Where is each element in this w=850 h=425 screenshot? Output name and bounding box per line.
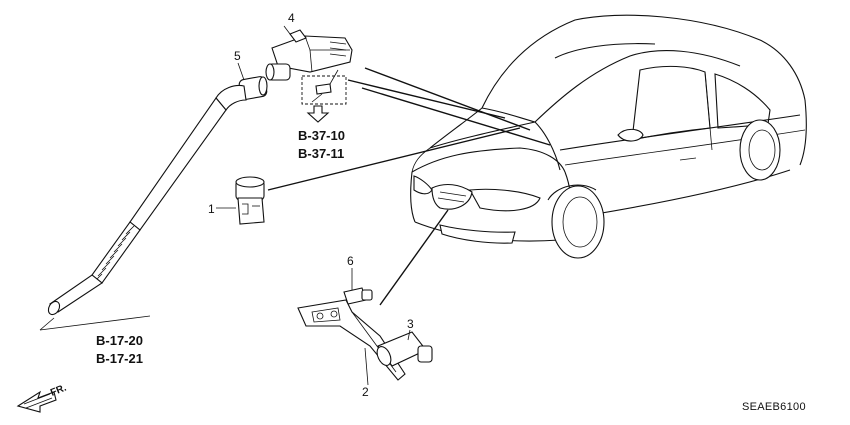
reference-bracket-left — [39, 315, 151, 331]
part-3-sensor — [376, 329, 433, 367]
part-5-hose — [47, 62, 268, 316]
reference-left-a[interactable]: B-17-20 — [96, 333, 143, 348]
reference-top-a[interactable]: B-37-10 — [298, 128, 345, 143]
callout-6: 6 — [347, 254, 354, 268]
callout-4: 4 — [288, 11, 295, 25]
part-1-sensor — [216, 176, 265, 225]
part-4-assembly — [265, 25, 353, 105]
callout-1: 1 — [208, 202, 215, 216]
reference-arrow-icon — [306, 105, 330, 123]
diagram-code: SEAEB6100 — [742, 401, 806, 413]
leader-lines — [267, 67, 551, 306]
reference-left-b[interactable]: B-17-21 — [96, 351, 143, 366]
direction-label: FR. — [49, 382, 68, 398]
hose-ribs — [93, 225, 135, 283]
callout-3: 3 — [407, 317, 414, 331]
reference-top-b[interactable]: B-37-11 — [298, 146, 344, 161]
callout-5: 5 — [234, 49, 241, 63]
car-illustration — [410, 14, 807, 259]
front-direction-arrow-icon — [16, 390, 57, 413]
callout-2: 2 — [362, 385, 369, 399]
part-6-sensor — [343, 268, 373, 305]
